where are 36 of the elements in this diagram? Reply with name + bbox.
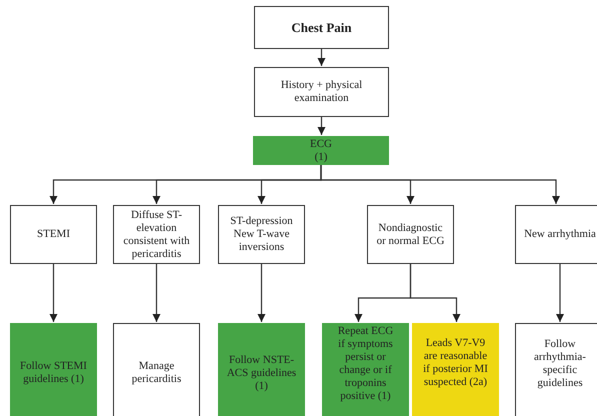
box-text: Repeat ECG if symptoms persist or change or if troponins positive (1) bbox=[336, 325, 394, 403]
box-text: ST-depression New T-wave inversions bbox=[229, 215, 294, 254]
process-box bbox=[10, 323, 97, 416]
box-text: Leads V7-V9 are reasonable if posterior MI suspected (2a) bbox=[422, 337, 489, 389]
process-box bbox=[113, 323, 200, 416]
process-box bbox=[515, 323, 597, 416]
process-box bbox=[253, 136, 389, 165]
arrow bbox=[318, 117, 326, 135]
process-box bbox=[322, 323, 409, 416]
box-text: Nondiagnostic or normal ECG bbox=[376, 222, 446, 248]
box-text: Follow arrhythmia-specific guidelines bbox=[533, 338, 587, 390]
process-box bbox=[218, 205, 305, 264]
box-text: Follow STEMI guidelines (1) bbox=[19, 360, 88, 386]
process-box bbox=[254, 67, 389, 117]
box-text: Follow NSTE-ACS guidelines (1) bbox=[226, 354, 296, 392]
box-text: ECG (1) bbox=[309, 138, 333, 164]
arrow bbox=[320, 165, 560, 204]
box-text: STEMI bbox=[37, 228, 70, 241]
process-box bbox=[412, 323, 499, 416]
process-box bbox=[515, 205, 597, 264]
arrow bbox=[152, 264, 160, 322]
box-text: Chest Pain bbox=[291, 21, 352, 34]
arrow bbox=[556, 264, 564, 322]
box-text: Diffuse ST-elevation consistent with pericarditis bbox=[122, 208, 191, 260]
process-box bbox=[113, 205, 200, 264]
arrow bbox=[410, 264, 460, 322]
arrow bbox=[318, 49, 326, 66]
process-box bbox=[218, 323, 305, 416]
process-box bbox=[10, 205, 97, 264]
arrow bbox=[50, 264, 58, 322]
box-text: Manage pericarditis bbox=[130, 360, 182, 386]
process-box bbox=[367, 205, 454, 264]
box-text: New arrhythmia bbox=[524, 228, 596, 241]
process-box bbox=[254, 6, 389, 49]
arrow bbox=[258, 264, 266, 322]
box-text: History + physical examination bbox=[280, 79, 364, 105]
